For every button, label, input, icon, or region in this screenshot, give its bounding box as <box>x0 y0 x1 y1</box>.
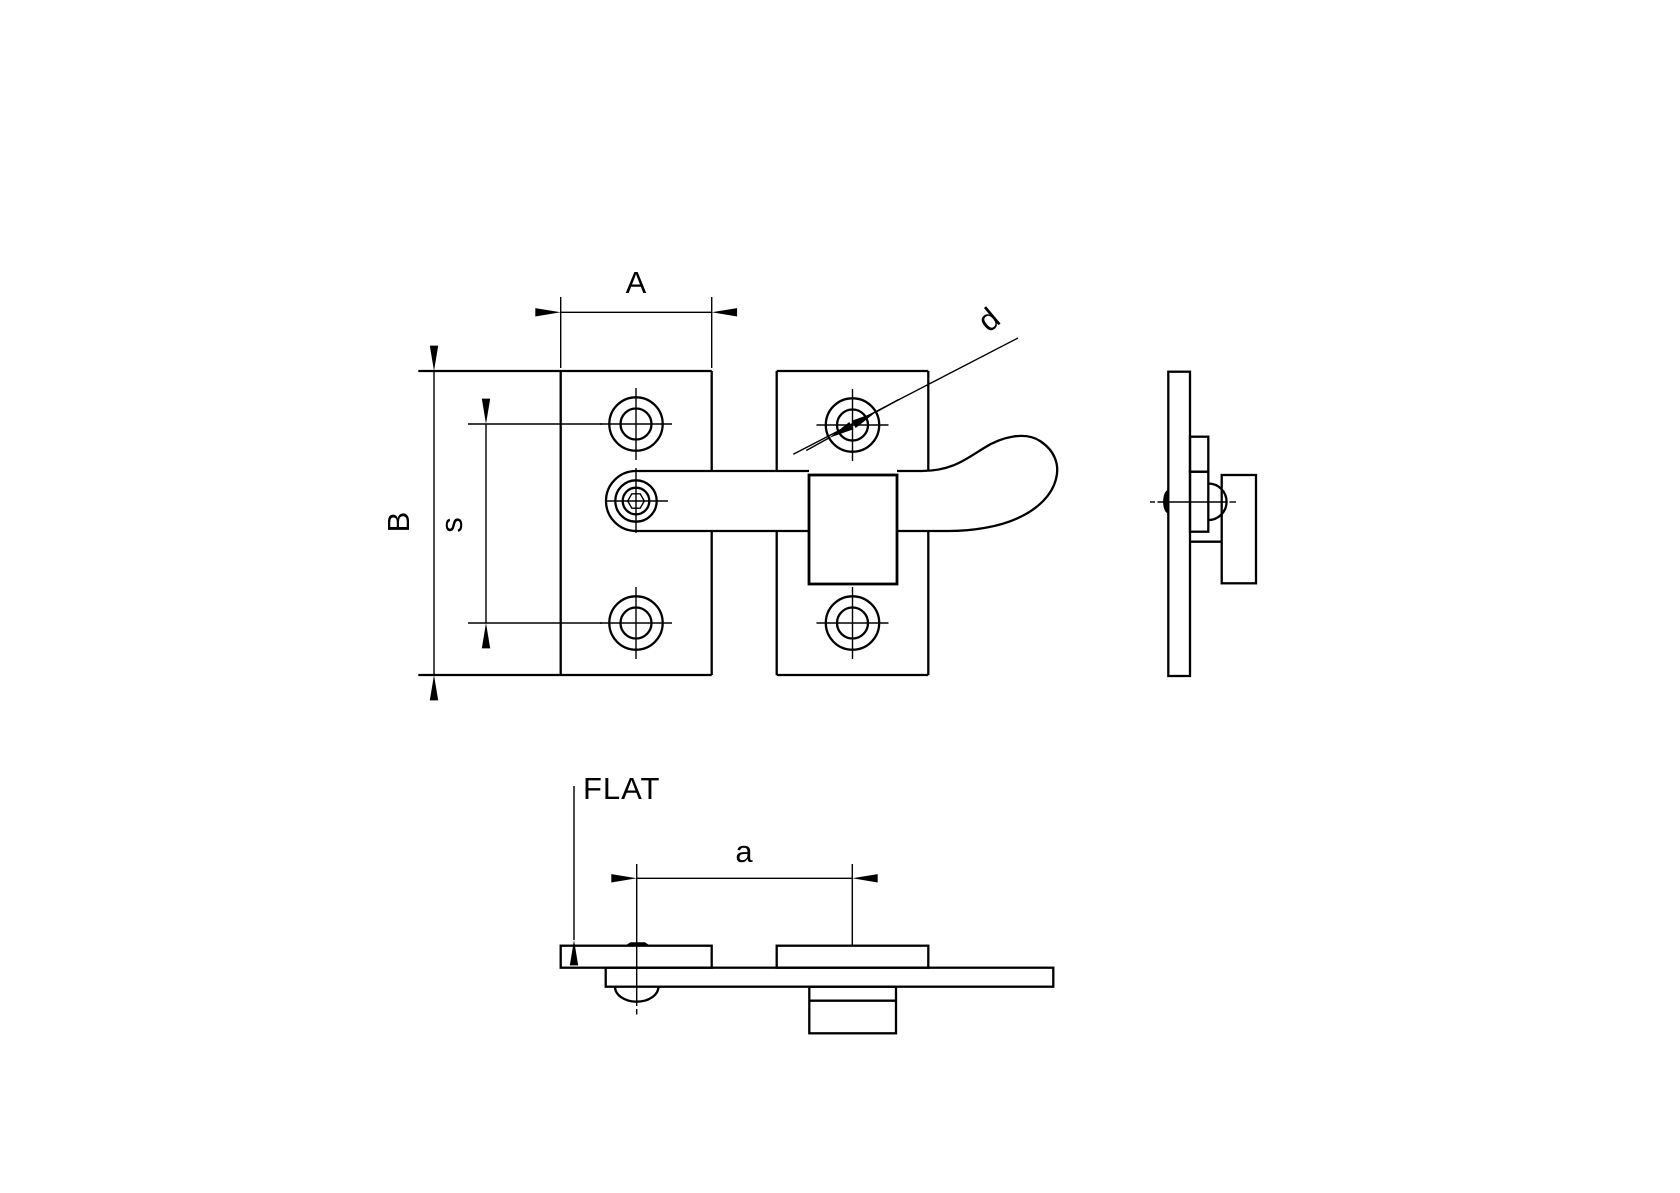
front-view <box>418 369 1059 677</box>
right-plate <box>775 369 930 677</box>
side-view <box>1150 370 1258 678</box>
flat-callout: FLAT <box>569 771 661 966</box>
mounting-hole-top-left <box>600 388 672 460</box>
mounting-hole-bottom-left <box>600 587 672 659</box>
mounting-hole-top-right <box>816 389 889 461</box>
side-plate-profile <box>1167 370 1192 678</box>
label-plate-height: B <box>381 512 416 533</box>
bottom-flat-screw-tip <box>625 942 650 946</box>
bottom-arm-bar <box>604 966 1055 988</box>
dimension-plate-height: B <box>381 345 439 701</box>
left-plate <box>418 369 713 677</box>
label-hole-spacing: s <box>434 517 469 533</box>
dimension-center-distance: a <box>611 834 878 1015</box>
side-keeper-profile <box>1220 473 1258 585</box>
mounting-hole-bottom-right <box>816 587 889 659</box>
label-center-distance: a <box>735 834 753 869</box>
keeper-block <box>807 473 899 586</box>
label-hole-diameter: d <box>971 301 1007 339</box>
bottom-right-pad <box>775 944 930 969</box>
side-handle-profile <box>1188 435 1210 473</box>
bottom-view <box>559 942 1055 1035</box>
dimension-plate-width: A <box>535 265 738 368</box>
latch-arm <box>604 434 1059 533</box>
label-flat-note: FLAT <box>583 771 661 806</box>
bottom-keeper-block <box>808 985 898 1035</box>
dimension-hole-spacing: s <box>434 398 602 649</box>
label-plate-width: A <box>626 265 647 300</box>
handle-grip <box>921 434 1059 533</box>
pivot-screw <box>605 468 668 533</box>
